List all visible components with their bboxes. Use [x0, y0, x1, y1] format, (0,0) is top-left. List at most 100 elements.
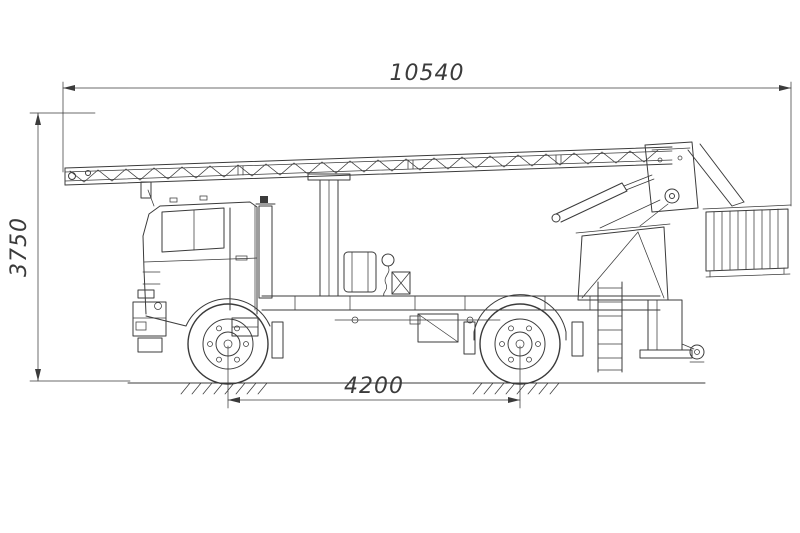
- cylinder-body-top: [556, 183, 622, 214]
- mud-flap-front: [272, 322, 283, 358]
- ladder-rungs: [598, 288, 622, 370]
- support-roller: [690, 345, 704, 359]
- front-step: [138, 338, 162, 352]
- front-lug-nuts: [208, 326, 249, 362]
- telescopic-boom: [65, 142, 698, 212]
- boom-bottom-chord-inner: [65, 160, 672, 181]
- hydraulic-pump: [382, 254, 394, 266]
- rear-support: [640, 300, 704, 362]
- hydraulic-hose: [384, 266, 389, 296]
- tow-hook: [155, 303, 162, 310]
- beacon: [260, 196, 268, 203]
- front-hub-cap: [224, 340, 232, 348]
- rear-wheel: [480, 304, 560, 384]
- ground-line: [128, 383, 705, 394]
- arrowhead-right: [508, 397, 520, 403]
- roof-marker-2: [200, 196, 207, 200]
- cylinder-rod-top: [624, 175, 652, 186]
- headlamp: [138, 290, 154, 298]
- boom-base-line: [652, 148, 690, 150]
- turret: [576, 200, 670, 300]
- basket: [688, 144, 791, 277]
- access-ladder: [598, 282, 622, 372]
- dimension-overall-height: 3750: [7, 113, 130, 381]
- rear-lug-nuts: [500, 326, 541, 362]
- basket-slats: [714, 209, 778, 270]
- frame-crossmembers: [295, 296, 590, 310]
- basket-bottom-frame: [706, 274, 790, 277]
- rear-rim: [495, 319, 545, 369]
- boom-pivot-pin: [670, 194, 675, 199]
- cylinder-rod-bottom: [626, 179, 654, 190]
- arrowhead-left: [228, 397, 240, 403]
- basket-arm-inner: [700, 144, 744, 202]
- ground-hatch-rear: [473, 383, 559, 394]
- pedestal-column: [648, 300, 682, 350]
- boom-section-joints: [238, 155, 561, 175]
- a-frame-link-1: [600, 200, 660, 228]
- hydraulic-unit: [392, 272, 410, 294]
- front-fender-arch: [146, 299, 270, 326]
- boom-bolt-1: [658, 158, 662, 162]
- front-rim: [203, 319, 253, 369]
- mirror: [141, 182, 151, 198]
- roof-marker-1: [170, 198, 177, 202]
- rear-hub: [508, 332, 532, 356]
- grille-lines: [143, 272, 160, 284]
- battery-box-diagonal: [418, 314, 458, 342]
- support-roller-hub: [695, 350, 700, 355]
- cylinder-pivot: [552, 214, 560, 222]
- dimension-overall-length: 10540: [63, 61, 791, 206]
- wheelbase-label: 4200: [344, 374, 404, 399]
- front-tire: [188, 304, 268, 384]
- arrowhead-top: [35, 113, 41, 125]
- front-bumper: [133, 302, 166, 336]
- rear-hub-cap: [516, 340, 524, 348]
- ground-hatch-front: [181, 383, 267, 394]
- body-crease: [144, 258, 257, 262]
- turret-top-plate: [576, 224, 670, 233]
- boom-tip-roller: [86, 171, 91, 176]
- fuel-tank: [344, 252, 376, 292]
- mud-flap-mid: [464, 322, 475, 354]
- basket-body: [706, 209, 788, 271]
- boom-bottom-chord: [65, 164, 672, 185]
- fog-lamp: [136, 322, 146, 330]
- front-wheel: [188, 304, 268, 384]
- arrowhead-left: [63, 85, 75, 91]
- side-window: [162, 208, 224, 252]
- boom-lattice: [70, 150, 658, 182]
- hydraulic-unit-cross: [392, 272, 410, 294]
- basket-arm-outer: [688, 150, 732, 206]
- door-handle: [236, 256, 247, 260]
- arrowhead-right: [779, 85, 791, 91]
- roller-arm: [682, 344, 694, 349]
- battery-box: [418, 314, 458, 342]
- boom-top-chord-inner: [65, 151, 672, 172]
- mud-flap-rear: [572, 322, 583, 356]
- boom-base-section: [645, 142, 698, 212]
- a-frame-link-2: [640, 204, 668, 226]
- rear-fender-arch: [474, 295, 566, 340]
- air-intake-stack: [259, 206, 272, 298]
- truck-chassis: [262, 252, 660, 358]
- overall-length-label: 10540: [390, 61, 465, 86]
- overall-height-label: 3750: [7, 217, 32, 277]
- boom-rest-plate: [308, 174, 350, 180]
- support-foot-plate: [640, 350, 692, 358]
- boom-top-chord: [65, 147, 672, 168]
- boom-tip-pulley: [69, 173, 76, 180]
- dimension-wheelbase: 4200: [228, 346, 520, 408]
- basket-top-rail: [703, 205, 791, 209]
- rear-tire: [480, 304, 560, 384]
- center-bearing: [410, 316, 420, 324]
- cab-outline: [143, 202, 257, 314]
- cylinder-body-bottom: [561, 191, 627, 222]
- turret-body: [578, 227, 668, 300]
- front-hub: [216, 332, 240, 356]
- turret-brace-left: [582, 232, 638, 298]
- boom-bolt-2: [678, 156, 682, 160]
- boom-pivot: [665, 189, 679, 203]
